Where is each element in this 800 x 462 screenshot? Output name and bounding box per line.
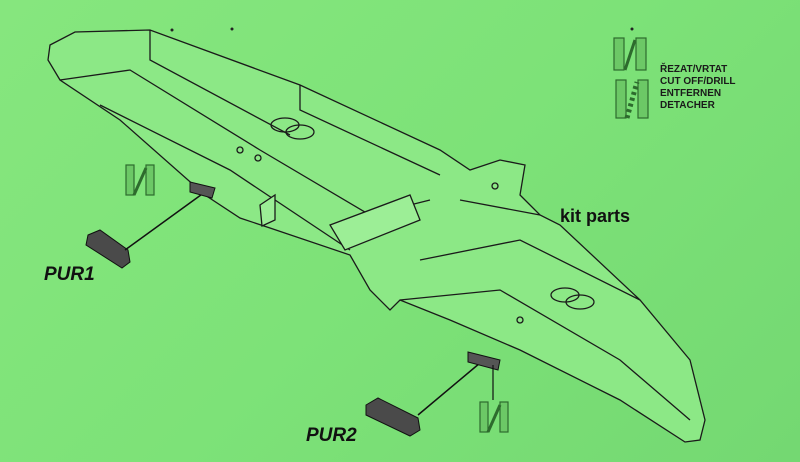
pur1-location: [189, 181, 216, 199]
kit-parts-label: kit parts: [560, 206, 631, 226]
pur2-label: PUR2: [306, 425, 357, 446]
legend-line-czech: ŘEZAT/VRTAT: [660, 64, 728, 75]
pur2-part: [365, 397, 421, 437]
cut-off-icon: [613, 37, 647, 71]
pur1-part: [85, 229, 131, 269]
pur2-arrow: [417, 362, 481, 416]
legend-line-german: ENTFERNEN: [660, 88, 722, 99]
pur1-arrow: [124, 191, 206, 251]
cut-off-icon: [479, 401, 509, 433]
wing-outline: [47, 29, 706, 443]
legend: ŘEZAT/VRTAT CUT OFF/DRILL ENTFERNEN DETA…: [660, 64, 736, 112]
legend-line-french: DETACHER: [660, 100, 715, 111]
cut-off-icon: [125, 164, 155, 196]
remove-icon: [615, 79, 649, 119]
pur2-location: [467, 351, 501, 371]
pur1-label: PUR1: [44, 264, 95, 285]
legend-line-english: CUT OFF/DRILL: [660, 76, 736, 87]
